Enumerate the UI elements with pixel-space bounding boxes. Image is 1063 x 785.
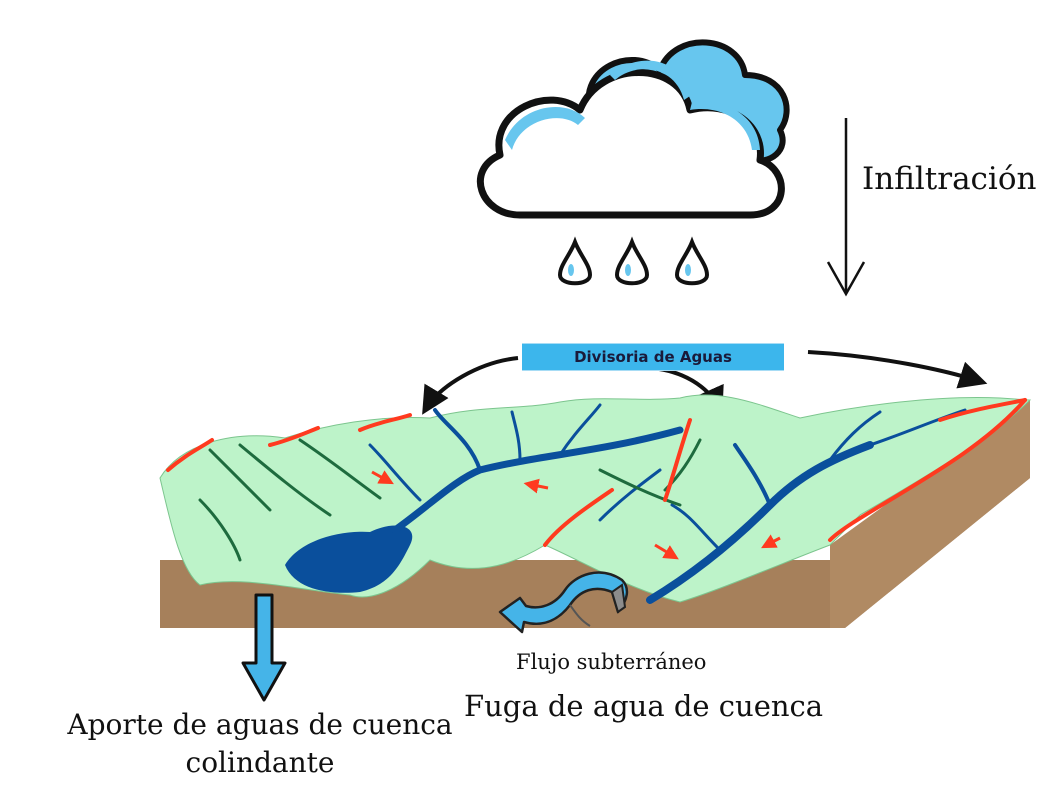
water-divide-label: Divisoria de Aguas bbox=[522, 343, 784, 371]
infiltration-label: Infiltración bbox=[862, 161, 1037, 197]
down-arrow-icon bbox=[241, 593, 287, 702]
neighbor-basin-contribution-label: Aporte de aguas de cuenca colindante bbox=[67, 708, 453, 779]
basin-leak-label: Fuga de agua de cuenca bbox=[464, 689, 824, 723]
raindrop-icon bbox=[557, 236, 710, 286]
down-arrow-icon bbox=[826, 118, 866, 297]
underground-flow-label: Flujo subterráneo bbox=[516, 650, 707, 674]
wavy-arrow-icon bbox=[498, 571, 629, 634]
cloud-icon bbox=[476, 39, 790, 219]
terrain-block bbox=[159, 394, 1032, 628]
